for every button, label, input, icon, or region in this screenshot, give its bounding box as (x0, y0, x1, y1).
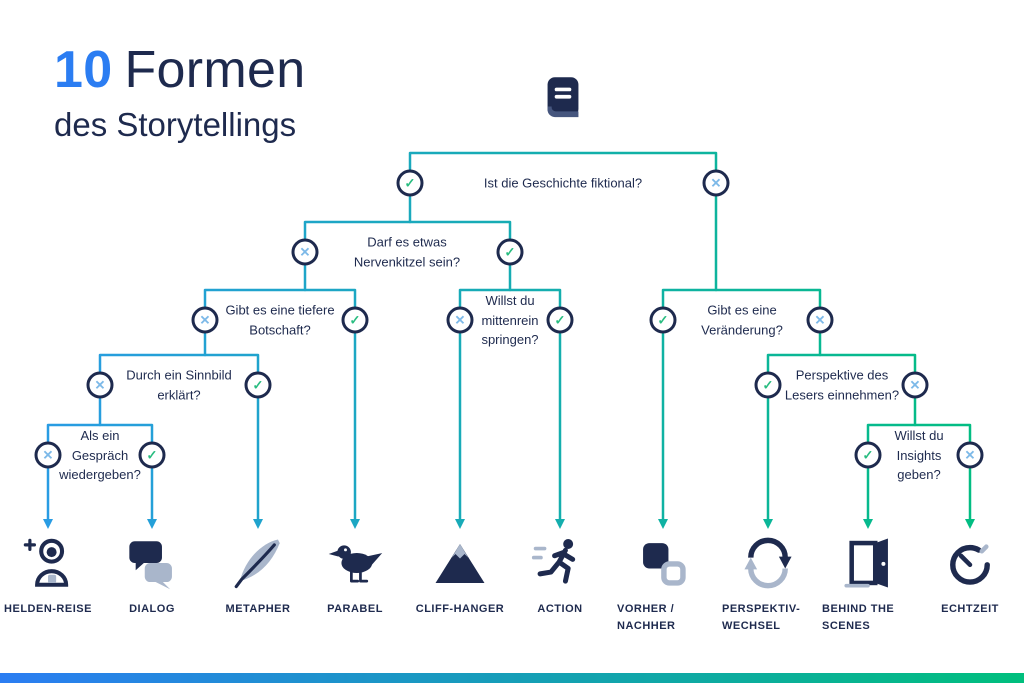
question-nervenkitzel: Darf es etwas Nervenkitzel sein? (353, 234, 461, 270)
check-node: ✓ (649, 306, 677, 334)
arrow-head (43, 519, 53, 529)
cross-node: ✕ (806, 306, 834, 334)
cross-icon: ✕ (710, 175, 722, 191)
question-sinnbild: Durch ein Sinnbild erklärt? (126, 367, 232, 403)
leaf-label: ACTION (537, 603, 583, 615)
leaf-dialog: DIALOG (96, 534, 208, 618)
leaf-perspektivwechsel: PERSPEKTIV-WECHSEL (712, 534, 824, 634)
speech-bubbles-icon (123, 534, 181, 592)
question-veraenderung: Gibt es eine Veränderung? (701, 302, 783, 338)
cross-node: ✕ (191, 306, 219, 334)
leaf-echtzeit: ECHTZEIT (914, 534, 1024, 618)
question-perspektive: Perspektive des Lesers einnehmen? (784, 367, 900, 403)
check-node: ✓ (396, 169, 424, 197)
check-node: ✓ (496, 238, 524, 266)
overlapping-squares-icon (634, 534, 692, 592)
check-node: ✓ (854, 441, 882, 469)
question-mittenrein: Willst du mittenrein springen? (481, 292, 539, 347)
title-subtitle: des Storytellings (54, 106, 297, 143)
leaf-label: PERSPEKTIV-WECHSEL (722, 603, 801, 632)
mountain-icon (431, 534, 489, 592)
arrow-head (863, 519, 873, 529)
check-icon: ✓ (554, 312, 566, 328)
leaf-vorher-nachher: VORHER / NACHHER (607, 534, 719, 634)
check-icon: ✓ (762, 377, 774, 393)
gradient-bar (0, 673, 1024, 683)
cross-node: ✕ (34, 441, 62, 469)
check-icon: ✓ (657, 312, 669, 328)
leaf-cliffhanger: CLIFF-HANGER (404, 534, 516, 618)
title-number: 10 (54, 41, 113, 99)
feather-icon (229, 534, 287, 592)
cross-node: ✕ (901, 371, 929, 399)
leaf-label: VORHER / NACHHER (617, 603, 676, 632)
leaf-label: HELDEN-REISE (4, 603, 92, 615)
cross-icon: ✕ (454, 312, 466, 328)
leaf-label: CLIFF-HANGER (415, 603, 505, 615)
cross-node: ✕ (446, 306, 474, 334)
arrow-head (147, 519, 157, 529)
arrow-head (555, 519, 565, 529)
check-icon: ✓ (349, 312, 361, 328)
leaf-action: ACTION (504, 534, 616, 618)
cross-node: ✕ (956, 441, 984, 469)
check-node: ✓ (546, 306, 574, 334)
open-door-icon (839, 534, 897, 592)
arrow-head (455, 519, 465, 529)
leaf-behind-the-scenes: BEHIND THE SCENES (812, 534, 924, 634)
cross-node: ✕ (86, 371, 114, 399)
astronaut-icon (19, 534, 77, 592)
runner-icon (531, 534, 589, 592)
check-node: ✓ (138, 441, 166, 469)
leaf-label: ECHTZEIT (941, 603, 999, 615)
question-fiktional: Ist die Geschichte fiktional? (483, 175, 643, 191)
question-insights: Willst du Insights geben? (894, 427, 944, 482)
cross-icon: ✕ (94, 377, 106, 393)
arrow-head (965, 519, 975, 529)
cross-node: ✕ (291, 238, 319, 266)
leaf-label: PARABEL (327, 603, 383, 615)
leaf-parabel: PARABEL (299, 534, 411, 618)
leaf-label: DIALOG (129, 603, 175, 615)
question-gespraech: Als ein Gespräch wiedergeben? (59, 427, 141, 482)
arrow-head (350, 519, 360, 529)
check-node: ✓ (754, 371, 782, 399)
arrow-head (658, 519, 668, 529)
question-botschaft: Gibt es eine tiefere Botschaft? (225, 302, 335, 338)
check-node: ✓ (341, 306, 369, 334)
cross-icon: ✕ (909, 377, 921, 393)
cross-icon: ✕ (814, 312, 826, 328)
leaf-label: BEHIND THE SCENES (822, 603, 895, 632)
check-icon: ✓ (504, 244, 516, 260)
tree-line (408, 151, 718, 172)
arrow-head (763, 519, 773, 529)
book-icon (537, 70, 589, 130)
cross-icon: ✕ (199, 312, 211, 328)
timer-icon (941, 534, 999, 592)
arrow-heads (43, 519, 975, 529)
cross-icon: ✕ (299, 244, 311, 260)
check-node: ✓ (244, 371, 272, 399)
check-icon: ✓ (252, 377, 264, 393)
cross-node: ✕ (702, 169, 730, 197)
arrow-head (253, 519, 263, 529)
check-icon: ✓ (862, 447, 874, 463)
leaf-label: METAPHER (225, 603, 291, 615)
check-icon: ✓ (146, 447, 158, 463)
leaf-helden-reise: HELDEN-REISE (0, 534, 104, 618)
check-icon: ✓ (404, 175, 416, 191)
leaf-metapher: METAPHER (202, 534, 314, 618)
cross-icon: ✕ (42, 447, 54, 463)
bird-icon (326, 534, 384, 592)
title-word: Formen (124, 41, 306, 99)
cycle-arrows-icon (739, 534, 797, 592)
cross-icon: ✕ (964, 447, 976, 463)
